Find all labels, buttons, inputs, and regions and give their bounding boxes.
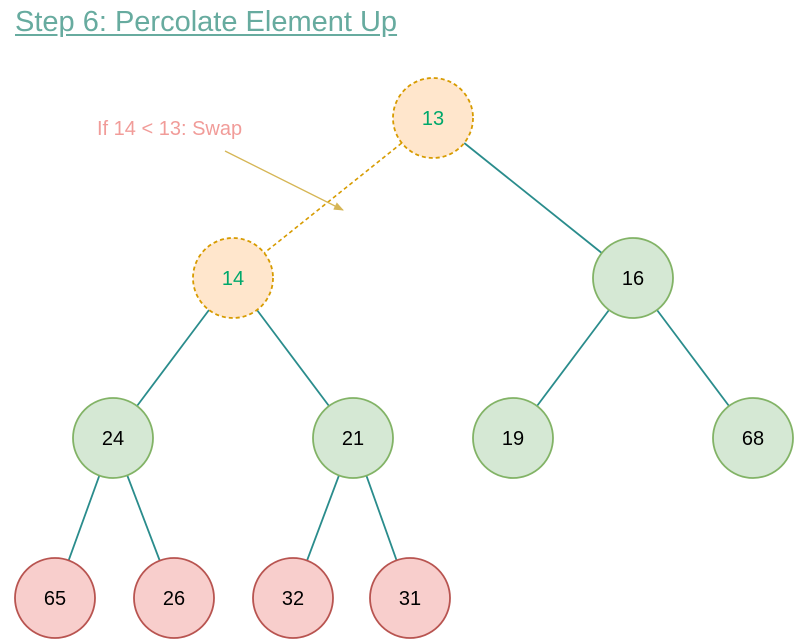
node-circle xyxy=(369,557,451,639)
node-circle xyxy=(14,557,96,639)
nodes: 13 14 16 24 21 19 68 65 26 32 31 xyxy=(14,77,794,639)
edge-21-32 xyxy=(306,475,340,561)
node-circle xyxy=(192,237,274,319)
node-label: 16 xyxy=(622,268,644,290)
edge-14-24 xyxy=(136,309,210,407)
node-circle xyxy=(712,397,794,479)
edge-14-21 xyxy=(256,309,330,407)
node-label: 31 xyxy=(399,588,421,610)
node-circle xyxy=(72,397,154,479)
node-16: 16 xyxy=(592,237,674,319)
annotation-arrow xyxy=(224,150,344,211)
node-label: 32 xyxy=(282,588,304,610)
edge-16-68 xyxy=(656,309,730,407)
edge-24-26 xyxy=(126,475,161,561)
edge-16-19 xyxy=(536,309,610,407)
node-label: 24 xyxy=(102,428,124,450)
node-circle xyxy=(133,557,215,639)
node-26: 26 xyxy=(133,557,215,639)
node-31: 31 xyxy=(369,557,451,639)
node-68: 68 xyxy=(712,397,794,479)
node-circle xyxy=(312,397,394,479)
node-label: 19 xyxy=(502,428,524,450)
edge-24-65 xyxy=(67,475,101,561)
node-label: 26 xyxy=(163,588,185,610)
node-14: 14 xyxy=(192,237,274,319)
swap-condition-label: If 14 < 13: Swap xyxy=(97,118,243,140)
node-circle xyxy=(472,397,554,479)
node-65: 65 xyxy=(14,557,96,639)
node-19: 19 xyxy=(472,397,554,479)
edge-21-31 xyxy=(365,475,398,561)
node-circle xyxy=(392,77,474,159)
page-title: Step 6: Percolate Element Up xyxy=(15,6,398,38)
node-circle xyxy=(252,557,334,639)
node-label: 13 xyxy=(422,108,444,130)
node-label: 65 xyxy=(44,588,66,610)
edges xyxy=(67,142,730,561)
node-label: 14 xyxy=(222,268,244,290)
node-label: 21 xyxy=(342,428,364,450)
edge-13-14 xyxy=(263,142,403,254)
node-24: 24 xyxy=(72,397,154,479)
node-32: 32 xyxy=(252,557,334,639)
node-label: 68 xyxy=(742,428,764,450)
node-13: 13 xyxy=(392,77,474,159)
edge-13-16 xyxy=(463,142,603,254)
node-circle xyxy=(592,237,674,319)
node-21: 21 xyxy=(312,397,394,479)
